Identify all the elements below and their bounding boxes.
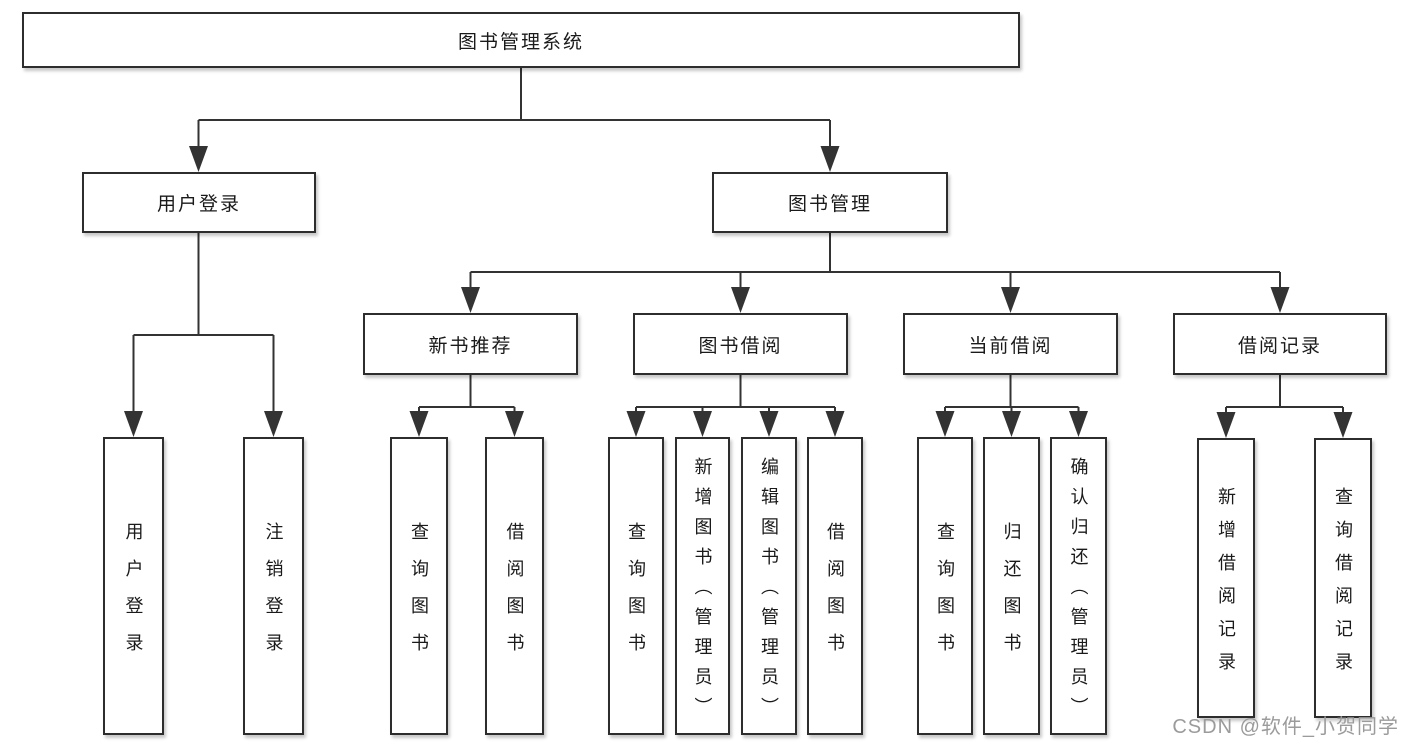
node-label: 当前借阅 (968, 335, 1053, 357)
node-label: 新书推荐 (428, 335, 513, 357)
leaf-logout: 注销登录 (243, 437, 304, 735)
leaf-br-add-record: 新增借阅记录 (1197, 438, 1255, 718)
node-label: 查询图书 (409, 521, 429, 670)
arrowhead (935, 411, 955, 437)
leaf-br-query-record: 查询借阅记录 (1314, 438, 1372, 718)
leaf-bb-query-book: 查询图书 (608, 437, 664, 735)
arrowhead (626, 411, 646, 437)
arrowhead (693, 411, 712, 437)
arrowhead (759, 411, 779, 437)
node-label: 新增借阅记录 (1216, 486, 1236, 685)
leaf-cb-confirm-return: 确认归还（管理员） (1050, 437, 1107, 735)
node-label: 借阅图书 (825, 521, 845, 670)
arrowhead (409, 411, 429, 437)
node-label: 借阅图书 (504, 521, 525, 670)
leaf-nbr-query-book: 查询图书 (390, 437, 448, 735)
arrowhead (731, 287, 750, 313)
watermark: CSDN @软件_小贺同学 (1172, 716, 1399, 738)
arrowhead (1270, 287, 1290, 313)
leaf-cb-return-book: 归还图书 (983, 437, 1040, 735)
leaf-nbr-borrow-book: 借阅图书 (485, 437, 544, 735)
node-label: 新增图书（管理员） (692, 457, 713, 727)
arrowhead (1002, 411, 1021, 437)
node-label: 查询图书 (935, 521, 955, 670)
node-label: 借阅记录 (1237, 335, 1322, 357)
leaf-bb-edit-book: 编辑图书（管理员） (741, 437, 797, 735)
node-label: 确认归还（管理员） (1068, 457, 1089, 727)
arrowheads (124, 146, 1353, 438)
leaf-bb-borrow-book: 借阅图书 (807, 437, 863, 735)
arrowhead (505, 411, 524, 437)
node-label: 查询借阅记录 (1333, 486, 1353, 685)
node-user-login: 用户登录 (82, 172, 316, 233)
node-label: 用户登录 (156, 194, 241, 215)
node-label: 注销登录 (263, 521, 284, 670)
node-label: 图书管理 (787, 194, 872, 215)
leaf-user-login: 用户登录 (103, 437, 164, 735)
arrowhead (1216, 412, 1236, 438)
arrowhead (264, 411, 283, 437)
node-book-management: 图书管理 (712, 172, 948, 233)
arrowhead (124, 411, 143, 437)
arrowhead (1333, 412, 1353, 438)
arrowhead (189, 146, 208, 172)
node-borrowing-records: 借阅记录 (1173, 313, 1387, 375)
leaf-bb-add-book: 新增图书（管理员） (675, 437, 730, 735)
node-label: 查询图书 (626, 521, 646, 670)
node-label: 用户登录 (123, 521, 144, 670)
arrowhead (825, 411, 845, 437)
node-book-borrowing: 图书借阅 (633, 313, 848, 375)
node-label: 图书借阅 (698, 335, 783, 357)
arrowhead (461, 287, 480, 313)
node-root-system: 图书管理系统 (22, 12, 1020, 68)
node-label: 编辑图书（管理员） (759, 457, 779, 727)
node-label: 图书管理系统 (457, 31, 584, 53)
node-label: 归还图书 (1001, 521, 1022, 670)
node-new-book-recommend: 新书推荐 (363, 313, 578, 375)
arrowhead (820, 146, 840, 172)
leaf-cb-query-book: 查询图书 (917, 437, 973, 735)
arrowhead (1069, 411, 1088, 437)
arrowhead (1001, 287, 1020, 313)
node-current-borrowing: 当前借阅 (903, 313, 1118, 375)
